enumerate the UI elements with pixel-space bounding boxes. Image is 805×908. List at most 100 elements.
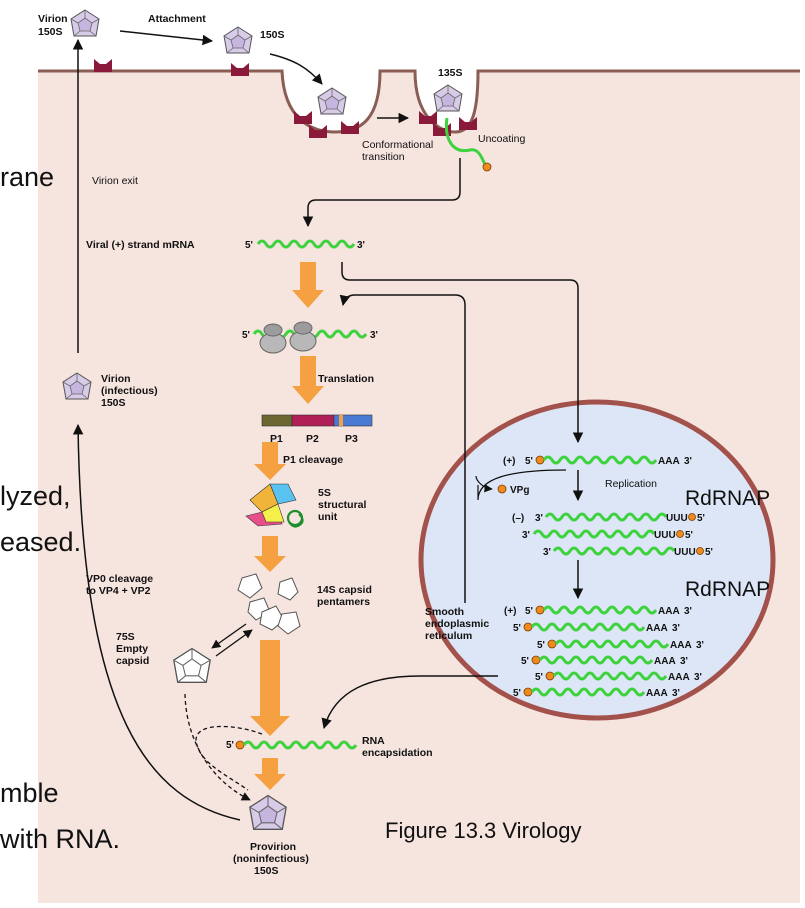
- smooth-er-label: Smooth: [425, 606, 464, 618]
- p3-label: P3: [345, 433, 358, 445]
- receptor-icon-5: [341, 121, 359, 134]
- slide-text-rane: rane: [0, 162, 54, 192]
- p1-segment: [261, 414, 293, 427]
- three-prime-label-4: 3': [535, 513, 543, 524]
- svg-text:AAA: AAA: [646, 623, 668, 634]
- altered-particle-icon: [433, 84, 463, 112]
- s150-provirion-label: 150S: [254, 865, 279, 877]
- slide-text-lyzed: lyzed,: [0, 481, 71, 511]
- s135-label: 135S: [438, 67, 463, 79]
- five-prime-label-4: 5': [525, 456, 533, 467]
- rdrnap-label-1: RdRNAP: [685, 487, 770, 510]
- svg-text:AAA: AAA: [646, 688, 668, 699]
- virion-infectious-label: Virion: [101, 373, 131, 385]
- svg-text:3': 3': [680, 656, 688, 667]
- minus-strand-2: [532, 529, 656, 539]
- conformational-label: Conformational: [362, 139, 433, 151]
- svg-text:5': 5': [537, 640, 545, 651]
- orange-arrow-3: [254, 442, 286, 480]
- encapsidation-label: encapsidation: [362, 747, 433, 759]
- five-prime-label: 5': [245, 240, 253, 251]
- vpg-dot-4: [688, 513, 696, 521]
- vpg-label: VPg: [510, 485, 529, 496]
- five-prime-label-7: 5': [705, 547, 713, 558]
- uuu-label-2: UUU: [654, 530, 676, 541]
- to-replication-arrow: [341, 262, 584, 444]
- ribosome-subunit-icon: [263, 323, 283, 337]
- virion-exit-label: Virion exit: [92, 175, 138, 187]
- vpg-loop: [477, 469, 567, 501]
- three-prime-label-3: 3': [684, 456, 692, 467]
- uuu-label: UUU: [666, 513, 688, 524]
- virion-capsid-icon: [70, 9, 100, 37]
- p2-label: P2: [306, 433, 319, 445]
- encapsidation-rna: [242, 740, 358, 750]
- maturation-arrow: [72, 423, 241, 821]
- slide-text-eased: eased.: [0, 527, 81, 557]
- capsid-label: capsid: [116, 655, 149, 667]
- minus-strand-label: (–): [512, 513, 524, 524]
- svg-text:5': 5': [535, 672, 543, 683]
- attachment-arrow: [119, 30, 214, 46]
- structural-label: structural: [318, 499, 367, 511]
- five-prime-label-2: 5': [242, 330, 250, 341]
- svg-text:(+): (+): [504, 606, 517, 617]
- svg-text:3': 3': [672, 623, 680, 634]
- plus-strand-template: [542, 455, 658, 465]
- figure-caption: Figure 13.3 Virology: [385, 818, 582, 843]
- translation-label: Translation: [318, 373, 374, 385]
- svg-text:5': 5': [513, 623, 521, 634]
- svg-text:3': 3': [684, 606, 692, 617]
- svg-text:150S: 150S: [38, 26, 63, 38]
- svg-text:3': 3': [696, 640, 704, 651]
- five-prime-label-5: 5': [697, 513, 705, 524]
- receptor-icon-2: [231, 63, 249, 76]
- vpg-arrow: [475, 475, 493, 493]
- svg-text:AAA: AAA: [668, 672, 690, 683]
- minus-strand-1: [544, 512, 668, 522]
- p3-marker: [339, 415, 343, 426]
- svg-text:AAA: AAA: [654, 656, 676, 667]
- structural-unit-icon: [245, 483, 304, 528]
- svg-text:3': 3': [672, 688, 680, 699]
- rna-label: RNA: [362, 735, 385, 747]
- five-prime-label-6: 5': [685, 530, 693, 541]
- svg-text:5': 5': [521, 656, 529, 667]
- vpg-dot: [482, 162, 492, 172]
- ribosome-subunit-icon-2: [293, 321, 313, 335]
- five-prime-label-3: 5': [226, 740, 234, 751]
- orange-arrow-1: [292, 262, 324, 308]
- p2-segment: [291, 414, 335, 427]
- polya-label: AAA: [658, 456, 680, 467]
- from-empty-capsid-arrow: [215, 629, 253, 657]
- virion-150s-label: Virion 150S: [38, 13, 68, 38]
- s150-label: 150S: [260, 29, 285, 41]
- slide-text-with-rna: with RNA.: [0, 824, 120, 854]
- three-prime-label-5: 3': [522, 530, 530, 541]
- empty-label: Empty: [116, 643, 148, 655]
- receptor-icon: [94, 59, 112, 72]
- orange-arrow-4: [254, 536, 286, 572]
- vpg-dot-6: [696, 547, 704, 555]
- endoplasmic-label: endoplasmic: [425, 618, 489, 630]
- s150-infectious-label: 150S: [101, 397, 126, 409]
- vpg-dot-5: [676, 530, 684, 538]
- mrna-strand: [256, 239, 356, 249]
- released-rna: [444, 117, 488, 167]
- three-prime-label-6: 3': [543, 547, 551, 558]
- rna-to-encapsidation-arrow: [321, 675, 498, 730]
- svg-text:AAA: AAA: [670, 640, 692, 651]
- progeny-plus-strands: (+) 5' AAA 3' 5' AAA 3' 5' AAA 3' 5' AAA…: [504, 605, 704, 699]
- s75-label: 75S: [116, 631, 135, 643]
- orange-arrow-2: [292, 356, 324, 404]
- noninfectious-label: (noninfectious): [233, 853, 309, 865]
- vpg-dot-2: [235, 740, 245, 750]
- capsid-pentamers-icon: [237, 573, 301, 635]
- svg-text:3': 3': [694, 672, 702, 683]
- minus-strand-3: [552, 546, 676, 556]
- internalize-arrow: [269, 53, 323, 85]
- vp0-cleavage-label-2: to VP4 + VP2: [86, 585, 151, 597]
- plus-strand-label: (+): [503, 456, 516, 467]
